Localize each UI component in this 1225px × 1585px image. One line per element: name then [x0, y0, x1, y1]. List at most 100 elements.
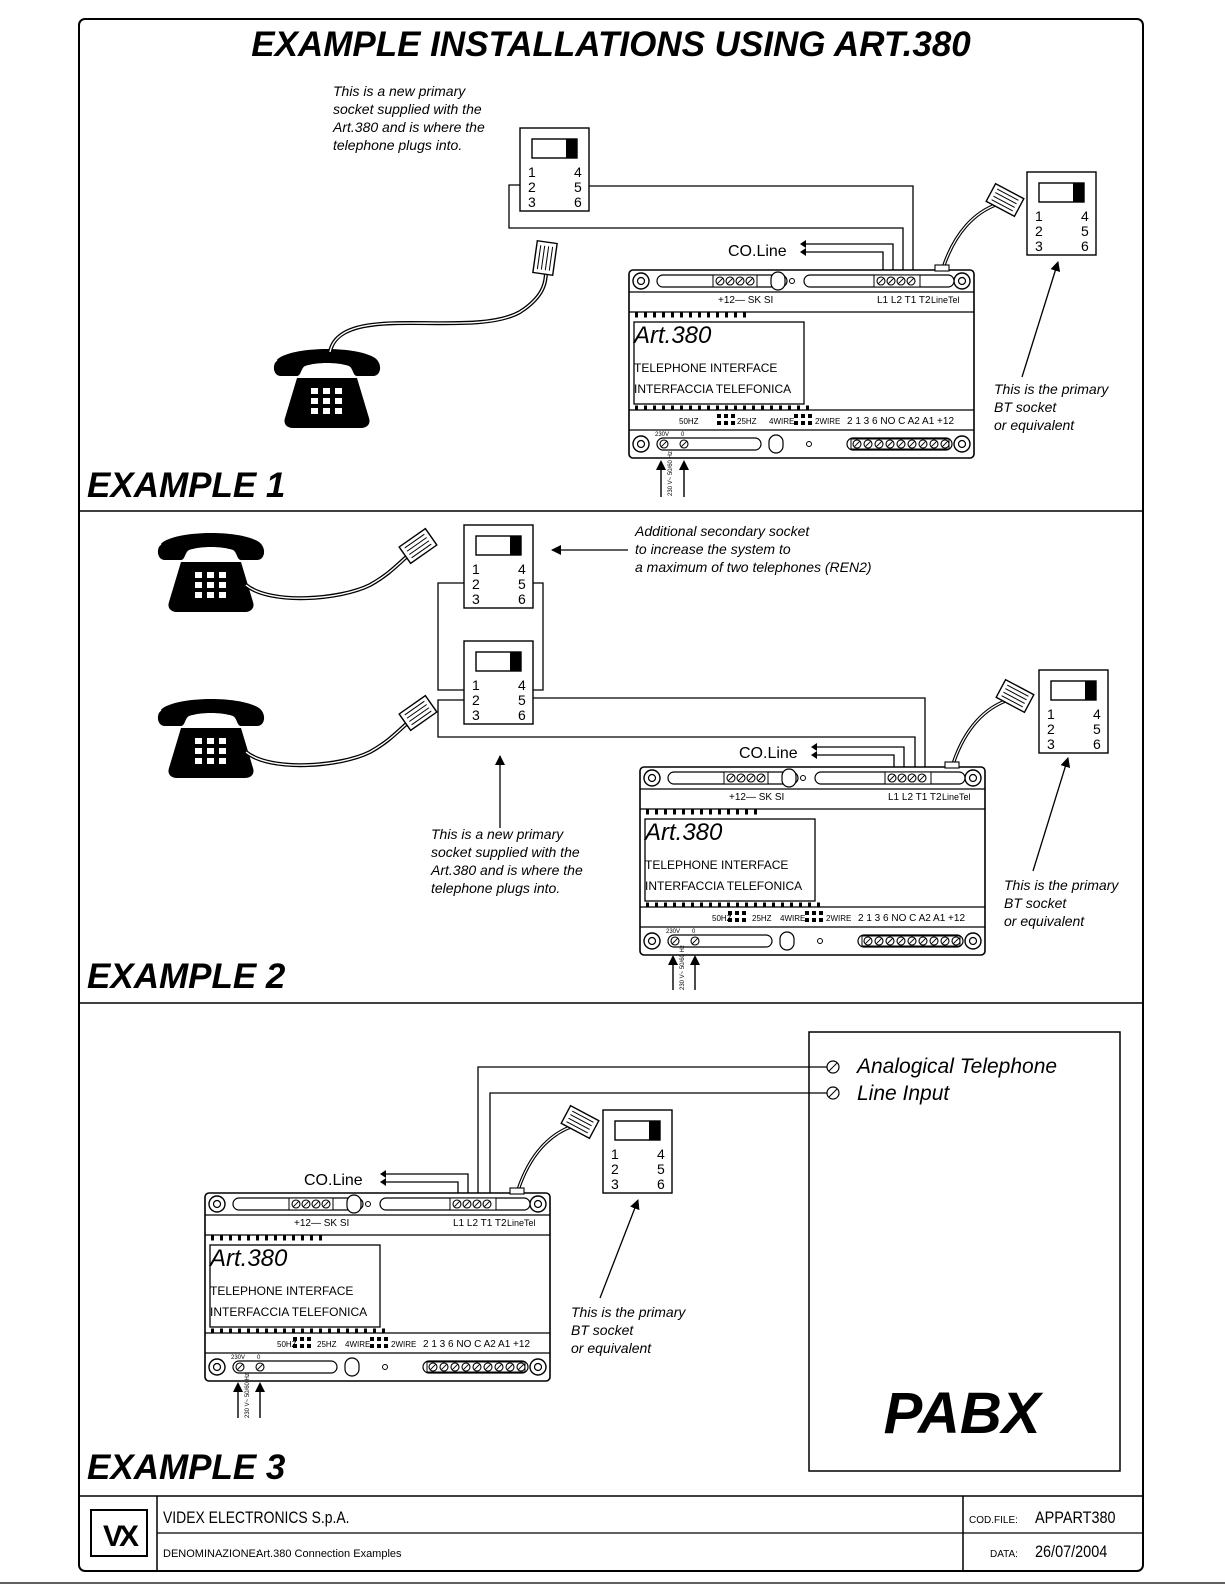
pabx-input-line2: Line Input — [857, 1082, 950, 1105]
telephone-icon — [271, 348, 381, 429]
svg-text:2WIRE: 2WIRE — [826, 914, 851, 923]
svg-text:LineTel: LineTel — [931, 295, 960, 305]
svg-text:230V: 230V — [666, 929, 680, 935]
svg-text:INTERFACCIA TELEFONICA: INTERFACCIA TELEFONICA — [645, 879, 802, 893]
svg-text:TELEPHONE INTERFACE: TELEPHONE INTERFACE — [210, 1284, 353, 1298]
svg-text:4: 4 — [518, 561, 526, 577]
svg-text:3: 3 — [611, 1176, 619, 1192]
svg-text:telephone plugs into.: telephone plugs into. — [333, 137, 462, 153]
sheet-frame — [78, 18, 1144, 1572]
svg-text:230 V~ 50/60 Hz: 230 V~ 50/60 Hz — [668, 451, 674, 496]
power-input-arrows-2: 230 V~ 50/60 Hz — [668, 945, 700, 990]
co-line-label-2: CO.Line — [739, 745, 798, 762]
svg-text:3: 3 — [528, 194, 536, 210]
svg-text:5: 5 — [657, 1161, 665, 1177]
svg-text:TELEPHONE INTERFACE: TELEPHONE INTERFACE — [634, 361, 777, 375]
pabx-input-line1: Analogical Telephone — [855, 1055, 1057, 1078]
svg-text:LineTel: LineTel — [942, 792, 971, 802]
svg-text:6: 6 — [518, 707, 526, 723]
phone-cord-2a — [244, 550, 414, 601]
svg-text:4: 4 — [1081, 208, 1089, 224]
svg-text:+12— SK SI: +12— SK SI — [294, 1218, 349, 1229]
example-1: This is a new primary socket supplied wi… — [87, 83, 1109, 505]
svg-text:telephone plugs into.: telephone plugs into. — [431, 880, 560, 896]
bt-cord-3 — [516, 1124, 574, 1191]
svg-text:socket supplied with the: socket supplied with the — [431, 844, 580, 860]
plug-icon — [560, 1104, 600, 1140]
svg-text:6: 6 — [518, 591, 526, 607]
power-input-arrows-3: 230 V~ 50/60 Hz — [233, 1373, 265, 1418]
example-1-label: EXAMPLE 1 — [87, 466, 285, 505]
svg-text:2: 2 — [1035, 223, 1043, 239]
pointer-bt-2 — [1032, 757, 1071, 872]
svg-text:6: 6 — [1081, 238, 1089, 254]
wire-new-socket-to-t1 — [508, 184, 904, 274]
svg-text:BT socket: BT socket — [994, 399, 1057, 415]
example-2-label: EXAMPLE 2 — [87, 957, 286, 996]
bt-primary-socket-3: 123 456 — [602, 1109, 673, 1194]
svg-text:3: 3 — [472, 707, 480, 723]
title-block: VX VIDEX ELECTRONICS S.p.A. DENOMINAZION… — [90, 1496, 1143, 1571]
svg-text:BT socket: BT socket — [1004, 895, 1067, 911]
bt-primary-socket-2: 123 456 — [1038, 669, 1109, 754]
svg-text:4: 4 — [518, 677, 526, 693]
telephone-icon — [155, 698, 265, 779]
svg-text:50HZ: 50HZ — [277, 1340, 297, 1349]
svg-text:Art.380: Art.380 — [208, 1245, 288, 1272]
svg-text:or equivalent: or equivalent — [571, 1340, 652, 1356]
svg-text:TELEPHONE INTERFACE: TELEPHONE INTERFACE — [645, 858, 788, 872]
svg-text:25HZ: 25HZ — [737, 417, 757, 426]
note-bt-2: This is the primary BT socket or equival… — [1004, 877, 1119, 929]
svg-text:2: 2 — [1047, 721, 1055, 737]
svg-text:+12— SK SI: +12— SK SI — [729, 792, 784, 803]
bt-cord-2 — [951, 698, 1009, 765]
new-primary-socket-1: 123 456 — [519, 127, 590, 212]
svg-text:0: 0 — [692, 929, 696, 935]
pointer-bt-3 — [599, 1199, 640, 1299]
svg-text:4: 4 — [1093, 706, 1101, 722]
note-bt-1: This is the primary BT socket or equival… — [994, 381, 1109, 433]
svg-text:230 V~ 50/60 Hz: 230 V~ 50/60 Hz — [680, 945, 686, 990]
svg-text:0: 0 — [257, 1355, 261, 1361]
svg-text:4WIRE: 4WIRE — [780, 914, 805, 923]
svg-text:3: 3 — [472, 591, 480, 607]
svg-text:4WIRE: 4WIRE — [345, 1340, 370, 1349]
svg-text:This is the primary: This is the primary — [571, 1304, 686, 1320]
svg-text:230V: 230V — [231, 1355, 245, 1361]
art380-device-3: +12— SK SI L1 L2 T1 T2 LineTel Art.380 T… — [205, 1193, 550, 1381]
note-new-socket-1: This is a new primary socket supplied wi… — [332, 83, 485, 153]
plug-icon — [995, 678, 1035, 714]
svg-text:50HZ: 50HZ — [679, 417, 699, 426]
svg-text:1: 1 — [1035, 208, 1043, 224]
svg-text:L1 L2 T1 T2: L1 L2 T1 T2 — [877, 295, 931, 306]
svg-text:socket supplied with the: socket supplied with the — [333, 101, 482, 117]
company-name: VIDEX ELECTRONICS S.p.A. — [163, 1509, 350, 1528]
svg-text:Art.380: Art.380 — [643, 819, 723, 846]
svg-text:2: 2 — [472, 576, 480, 592]
svg-text:4: 4 — [574, 164, 582, 180]
note-secondary: Additional secondary socket to increase … — [634, 523, 872, 575]
svg-text:This is a new primary: This is a new primary — [333, 83, 466, 99]
svg-text:230 V~ 50/60 Hz: 230 V~ 50/60 Hz — [245, 1373, 251, 1418]
svg-text:to increase the system to: to increase the system to — [635, 541, 791, 557]
svg-text:1: 1 — [472, 561, 480, 577]
codfile-label: COD.FILE: — [969, 1515, 1018, 1526]
svg-text:2 1 3 6 NO C A2 A1 +12: 2 1 3 6 NO C A2 A1 +12 — [858, 913, 965, 924]
denominazione-label: DENOMINAZIONE: — [163, 1548, 259, 1560]
svg-text:2 1 3 6 NO C A2 A1 +12: 2 1 3 6 NO C A2 A1 +12 — [847, 416, 954, 427]
plug-icon — [532, 240, 558, 276]
svg-text:INTERFACCIA TELEFONICA: INTERFACCIA TELEFONICA — [634, 382, 791, 396]
svg-text:This is a new primary: This is a new primary — [431, 826, 564, 842]
phone-cord-2b — [244, 717, 414, 768]
phone-cord-1 — [328, 261, 548, 353]
svg-text:2: 2 — [611, 1161, 619, 1177]
svg-text:6: 6 — [657, 1176, 665, 1192]
wire-new-socket-to-t2 — [589, 185, 914, 274]
example-3-label: EXAMPLE 3 — [87, 1448, 286, 1487]
svg-text:3: 3 — [1047, 736, 1055, 752]
svg-text:L1 L2 T1 T2: L1 L2 T1 T2 — [453, 1218, 507, 1229]
art380-device-2: +12— SK SI L1 L2 T1 T2 LineTel Art.380 T… — [640, 767, 985, 955]
svg-text:2: 2 — [472, 692, 480, 708]
svg-text:VX: VX — [103, 1520, 139, 1553]
co-line-label-1: CO.Line — [728, 243, 787, 260]
